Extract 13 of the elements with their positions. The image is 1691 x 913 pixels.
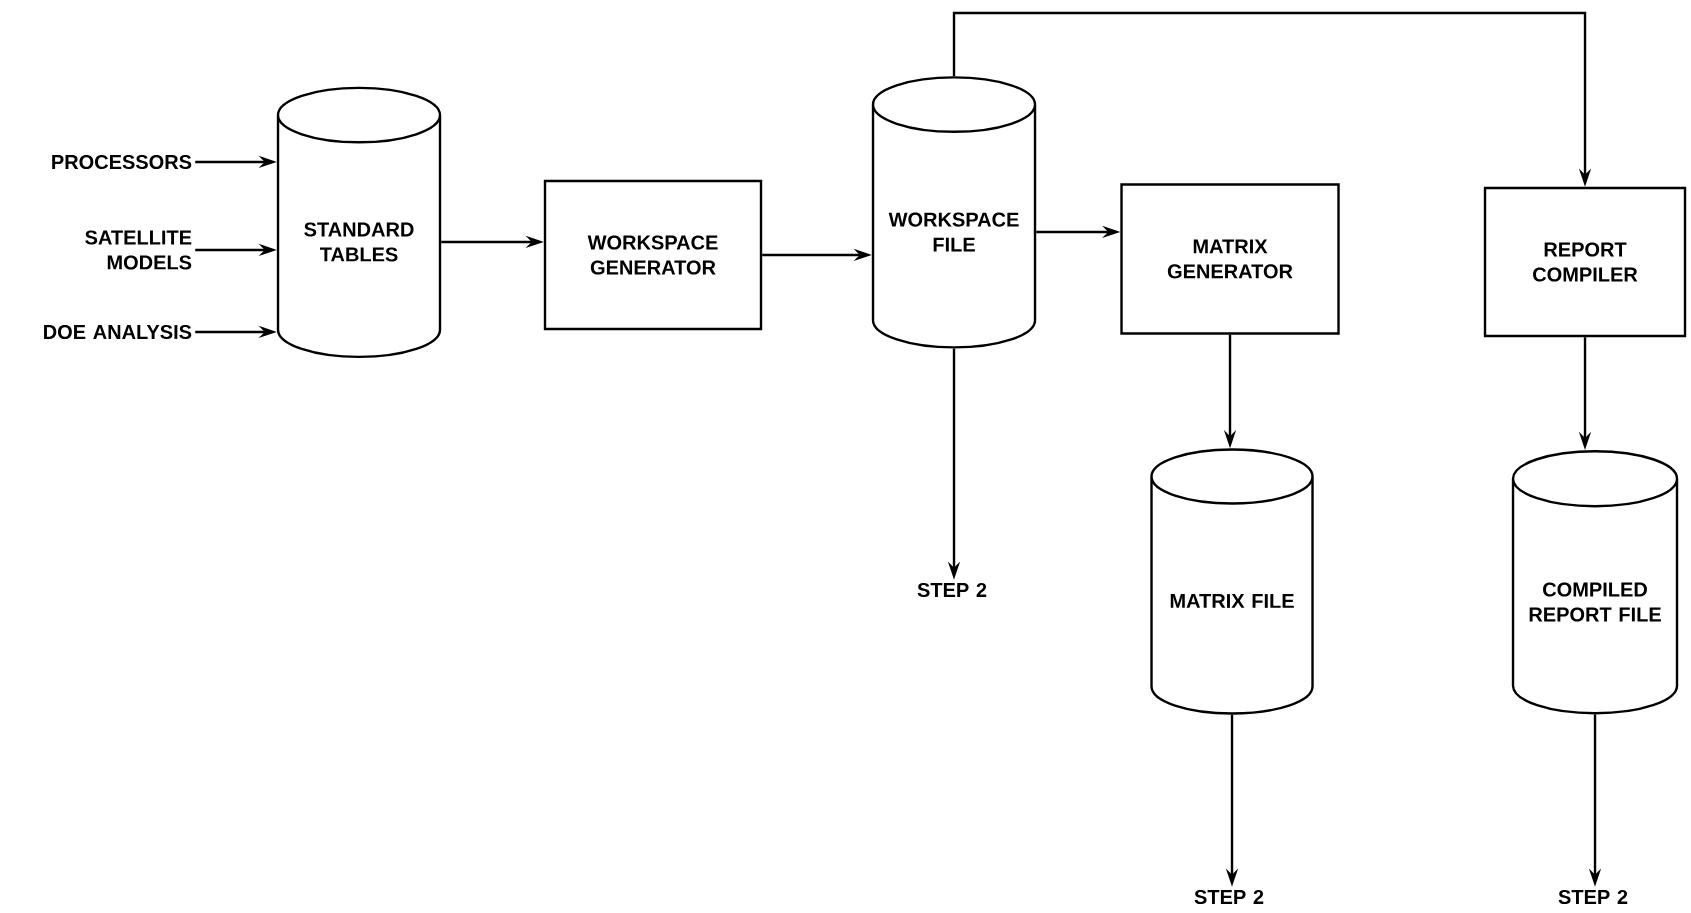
- file-cylinder: WORKSPACE FILE: [871, 76, 1037, 349]
- process-box: MATRIX GENERATOR: [1120, 183, 1340, 335]
- file-cylinder: COMPILED REPORT FILE: [1511, 450, 1679, 715]
- process-box: WORKSPACE GENERATOR: [543, 179, 763, 331]
- input-label: DOE ANALYSIS: [44, 324, 192, 340]
- input-label: STEP 2: [1194, 889, 1264, 905]
- file-cylinder: STANDARD TABLES: [276, 86, 442, 359]
- input-label: STEP 2: [1558, 889, 1628, 905]
- input-label: SATELLITE MODELS: [85, 230, 192, 270]
- process-box: REPORT COMPILER: [1483, 186, 1687, 338]
- file-cylinder: MATRIX FILE: [1150, 448, 1314, 715]
- input-label: PROCESSORS: [52, 154, 192, 170]
- input-label: STEP 2: [917, 582, 987, 598]
